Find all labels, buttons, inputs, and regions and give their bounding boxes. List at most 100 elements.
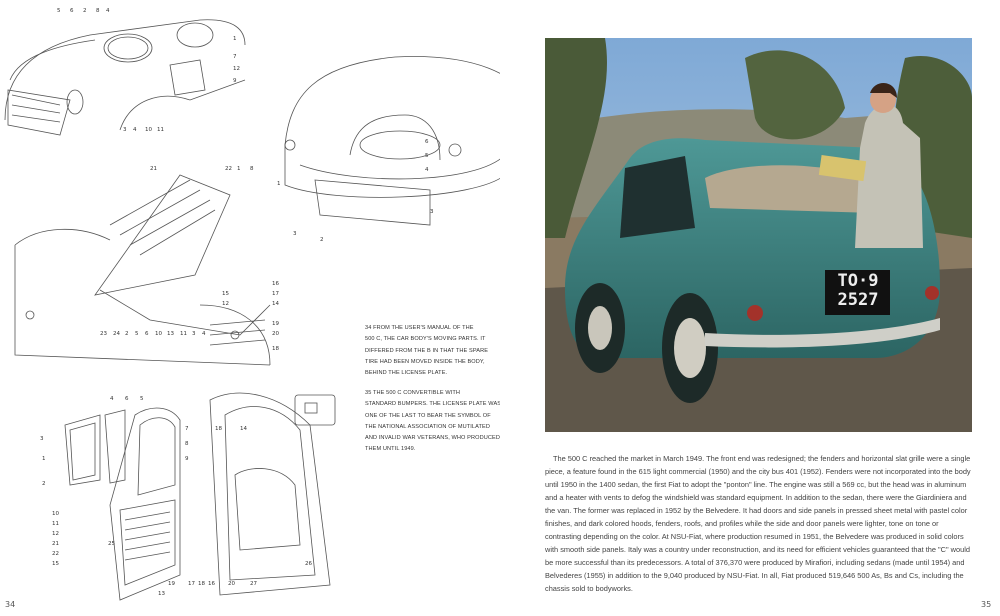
svg-text:7: 7 [185,426,189,432]
svg-text:8: 8 [96,8,100,14]
svg-text:6: 6 [425,139,429,145]
svg-text:11: 11 [52,521,59,527]
svg-text:19: 19 [168,581,175,587]
body-paragraph: The 500 C reached the market in March 19… [545,452,975,595]
svg-text:11: 11 [180,331,187,337]
svg-text:8: 8 [185,441,189,447]
svg-text:10: 10 [52,511,59,517]
svg-text:1: 1 [233,36,237,42]
svg-text:22: 22 [225,166,232,172]
svg-text:7: 7 [233,54,237,60]
svg-text:5: 5 [425,153,429,159]
text-line: a heater with vents to defog the windshi… [545,493,967,515]
svg-text:5: 5 [57,8,61,14]
svg-text:21: 21 [150,166,157,172]
text-line: The former was replaced in 1952 by the B… [545,506,968,528]
svg-text:4: 4 [202,331,206,337]
caption-line: and Invalid War Veterans, who produced [365,435,500,442]
svg-text:17: 17 [272,291,279,297]
svg-text:4: 4 [106,8,110,14]
svg-text:25: 25 [108,541,115,547]
svg-text:12: 12 [233,66,240,72]
svg-text:13: 13 [167,331,174,337]
caption-line: 34 From the user's manual of the [365,325,474,331]
svg-text:1: 1 [237,166,241,172]
svg-text:2: 2 [42,481,46,487]
svg-text:9: 9 [233,78,237,84]
svg-text:6: 6 [70,8,74,14]
svg-text:16: 16 [272,281,279,287]
svg-text:5: 5 [135,331,139,337]
text-line: was a country under reconstruction, and … [545,545,970,567]
text-line: the 9,040 produced by NSU-Fiat. In all, … [545,571,964,593]
caption-35: 35 The 500 C convertible with standard b… [365,388,502,456]
svg-text:23: 23 [100,331,107,337]
svg-text:1: 1 [277,181,281,187]
text-line: the color. At NSU-Fiat, where production… [545,532,964,554]
svg-text:6: 6 [145,331,149,337]
caption-34: 34 From the user's manual of the 500 C, … [365,323,490,379]
svg-text:8: 8 [250,166,254,172]
svg-text:3: 3 [430,209,434,215]
svg-text:20: 20 [228,581,235,587]
svg-text:14: 14 [240,426,247,432]
svg-text:21: 21 [52,541,59,547]
svg-text:2: 2 [320,237,324,243]
svg-text:10: 10 [145,127,152,133]
svg-text:3: 3 [123,127,127,133]
caption-line: one of the last to bear the symbol of [365,412,491,419]
text-line: The 500 C reached the market in March 19… [553,454,971,463]
svg-text:16: 16 [208,581,215,587]
svg-text:10: 10 [155,331,162,337]
page-number-right: 35 [981,600,992,609]
svg-text:14: 14 [272,301,279,307]
svg-text:6: 6 [125,396,129,402]
license-plate: TO·9 2527 [827,272,889,310]
svg-text:12: 12 [222,301,229,307]
text-line: dark colored hoods, fenders, roofs, and … [545,519,939,541]
svg-text:18: 18 [215,426,222,432]
svg-text:26: 26 [305,561,312,567]
fiat-500c-photo: TO·9 2527 [545,38,972,432]
caption-line: behind the license plate. [365,370,448,377]
svg-text:15: 15 [52,561,59,567]
caption-line: tire had been moved inside the body, [365,358,485,365]
text-line: piece, a feature found in the 615 light … [545,467,971,476]
svg-text:1: 1 [42,456,46,462]
svg-text:24: 24 [113,331,120,337]
page-number-left: 34 [5,600,16,609]
caption-line: the National Association of Mutilated [365,423,491,430]
svg-text:22: 22 [52,551,59,557]
text-line: until 1950 in the 1400 sedan, the first … [545,480,967,502]
caption-line: standard bumpers. The license plate was [365,401,502,408]
svg-text:17: 17 [188,581,195,587]
plate-line: 2527 [837,290,879,310]
svg-text:2: 2 [125,331,129,337]
svg-text:20: 20 [272,331,279,337]
svg-text:13: 13 [158,591,165,597]
caption-line: 35 The 500 C convertible with [365,390,461,396]
svg-text:4: 4 [110,396,114,402]
caption-line: differed from the B in that the spare [365,347,489,354]
svg-text:3: 3 [40,436,44,442]
svg-text:2: 2 [83,8,87,14]
svg-text:4: 4 [425,167,429,173]
svg-text:11: 11 [157,127,164,133]
svg-text:18: 18 [198,581,205,587]
svg-text:4: 4 [133,127,137,133]
svg-text:15: 15 [222,291,229,297]
svg-text:19: 19 [272,321,279,327]
svg-text:27: 27 [250,581,257,587]
plate-line: TO·9 [837,271,879,291]
text-line: predecessors. A total of 376,370 were pr… [545,558,965,580]
caption-line: 500 C, the car body's moving parts. It [365,336,486,343]
svg-text:9: 9 [185,456,189,462]
svg-text:12: 12 [52,531,59,537]
svg-text:3: 3 [293,231,297,237]
